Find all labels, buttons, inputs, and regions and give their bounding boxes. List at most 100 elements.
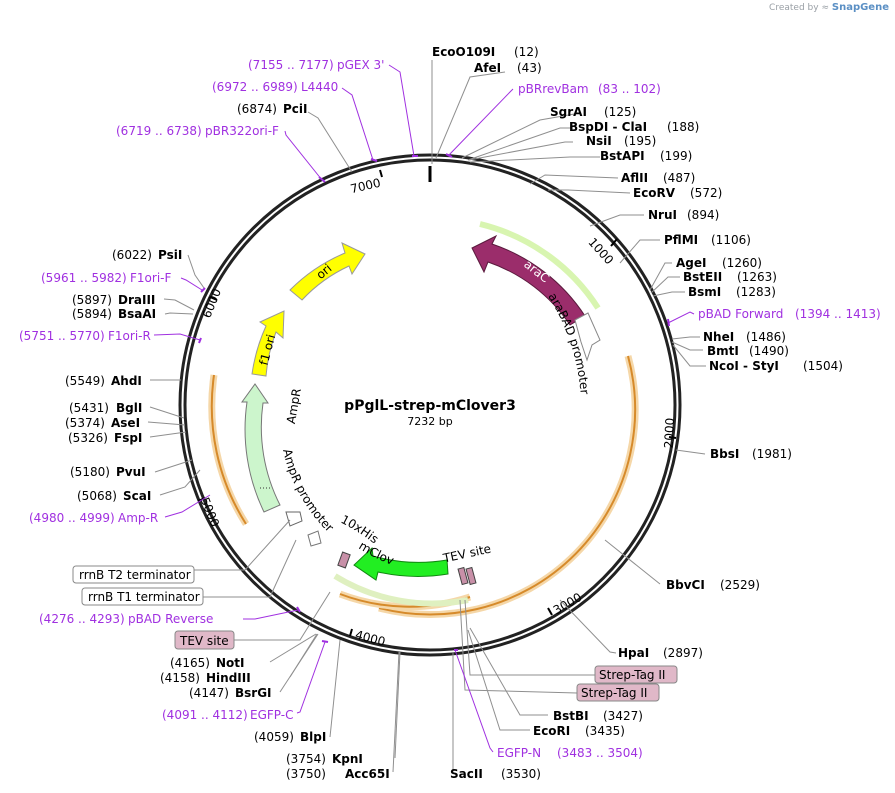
primer-EGFP-N[interactable]: EGFP-N (497, 746, 541, 760)
site-BbsI-pos: (1981) (752, 447, 792, 461)
site-AflII-pos: (487) (663, 171, 695, 185)
site-SacII[interactable]: SacII (450, 767, 483, 781)
site-KpnI-pos: (3754) (286, 752, 326, 766)
AmpR-promoter-feature[interactable] (285, 511, 303, 527)
tick-3000 (547, 607, 553, 616)
site-BsrGI[interactable]: BsrGI (235, 686, 272, 700)
site-ScaI[interactable]: ScaI (123, 489, 151, 503)
snapgene-brand: Created by ≈ SnapGene (769, 2, 889, 13)
araC-halo (479, 221, 601, 310)
strep-tag-box-2 (576, 683, 660, 702)
primer-F1ori-F[interactable]: F1ori-F (130, 271, 171, 285)
brand-created-by: Created by (769, 3, 819, 13)
primer-pGEX3[interactable]: pGEX 3' (337, 58, 384, 72)
araC-feature[interactable] (471, 234, 586, 326)
site-AgeI[interactable]: AgeI (676, 256, 706, 270)
site-AhdI-pos: (5549) (65, 374, 105, 388)
primer-pBAD-Reverse[interactable]: pBAD Reverse (128, 612, 213, 626)
site-HindIII-pos: (4158) (160, 671, 200, 685)
rrnB-T2-box (72, 565, 195, 584)
primer-pBRrevBam[interactable]: pBRrevBam (518, 82, 589, 96)
site-FspI[interactable]: FspI (114, 431, 142, 445)
plasmid-size: 7232 bp (407, 415, 452, 428)
site-BsaAI[interactable]: BsaAI (118, 307, 156, 321)
rrnB-T1-box (81, 587, 204, 606)
orf-arc-green (333, 573, 469, 607)
site-AfeI[interactable]: AfeI (474, 61, 501, 75)
site-EcoO109I-pos: (12) (514, 45, 539, 59)
strep-tag-label-2[interactable]: Strep-Tag II (581, 686, 647, 700)
site-AhdI[interactable]: AhdI (111, 374, 142, 388)
site-PflMI[interactable]: PflMI (664, 233, 698, 247)
site-AfeI-pos: (43) (517, 61, 542, 75)
TEV-site-label: TEV site (441, 542, 492, 566)
site-BstEII[interactable]: BstEII (683, 270, 722, 284)
site-DraIII-pos: (5897) (72, 293, 112, 307)
site-BbvCI[interactable]: BbvCI (666, 578, 705, 592)
site-SacII-pos: (3530) (501, 767, 541, 781)
primer-F1ori-R[interactable]: F1ori-R (108, 329, 151, 343)
site-DraIII[interactable]: DraIII (118, 293, 155, 307)
f1-ori-feature[interactable] (251, 310, 285, 377)
AmpR-feature[interactable] (241, 383, 281, 513)
site-EcoRI[interactable]: EcoRI (533, 724, 570, 738)
mClover3-feature[interactable] (353, 546, 449, 581)
primer-leaders (153, 64, 695, 753)
site-BglI[interactable]: BglI (116, 401, 142, 415)
primer-pBAD-Forward[interactable]: pBAD Forward (698, 307, 783, 321)
site-PsiI[interactable]: PsiI (158, 248, 182, 262)
site-NruI[interactable]: NruI (648, 208, 677, 222)
site-NheI[interactable]: NheI (703, 330, 734, 344)
site-HpaI[interactable]: HpaI (618, 646, 649, 660)
site-BsmI[interactable]: BsmI (688, 285, 721, 299)
site-SgrAI[interactable]: SgrAI (550, 105, 587, 119)
orf-arcs (208, 355, 639, 618)
site-PsiI-pos: (6022) (112, 248, 152, 262)
site-BbsI[interactable]: BbsI (710, 447, 739, 461)
primer-L4440-range: (6972 .. 6989) (212, 80, 298, 94)
enzyme-leaders (147, 60, 706, 773)
site-NsiI[interactable]: NsiI (586, 134, 612, 148)
site-BlpI[interactable]: BlpI (300, 730, 326, 744)
primer-pBR322ori-F[interactable]: pBR322ori-F (205, 124, 279, 138)
site-BstBI[interactable]: BstBI (553, 709, 589, 723)
site-BstAPI[interactable]: BstAPI (600, 149, 645, 163)
site-EcoRI-pos: (3435) (585, 724, 625, 738)
primer-marks (198, 153, 670, 651)
site-HindIII[interactable]: HindIII (206, 671, 251, 685)
site-KpnI[interactable]: KpnI (332, 752, 363, 766)
site-PvuI[interactable]: PvuI (116, 465, 146, 479)
primer-EGFP-C[interactable]: EGFP-C (250, 708, 293, 722)
tev-tag-glyph-1 (457, 566, 469, 586)
primer-Amp-R[interactable]: Amp-R (118, 511, 158, 525)
site-NotI[interactable]: NotI (216, 656, 245, 670)
rrnB-T2-label[interactable]: rrnB T2 terminator (79, 568, 191, 582)
site-ScaI-pos: (5068) (77, 489, 117, 503)
site-BmtI[interactable]: BmtI (707, 344, 739, 358)
site-Acc65I[interactable]: Acc65I (345, 767, 390, 781)
strep-tag-box-1 (594, 665, 678, 684)
primer-L4440[interactable]: L4440 (301, 80, 338, 94)
orf-arc-right-core (378, 355, 637, 616)
site-AflII[interactable]: AflII (621, 171, 648, 185)
primer-Amp-R-range: (4980 .. 4999) (29, 511, 115, 525)
TEV-site-box-label[interactable]: TEV site (179, 634, 229, 648)
site-NcoI-StyI[interactable]: NcoI - StyI (709, 359, 779, 373)
ori-feature[interactable] (289, 242, 366, 301)
primer-F1ori-R-range: (5751 .. 5770) (19, 329, 105, 343)
site-BsaAI-pos: (5894) (72, 307, 112, 321)
site-EcoO109I[interactable]: EcoO109I (432, 45, 495, 59)
strep-tag-label-1[interactable]: Strep-Tag II (599, 668, 665, 682)
site-NheI-pos: (1486) (746, 330, 786, 344)
araBAD-promoter-feature[interactable] (574, 312, 601, 362)
site-PciI[interactable]: PciI (283, 102, 308, 116)
TEV-site-box (174, 630, 235, 650)
primer-pBAD-Reverse-range: (4276 .. 4293) (39, 612, 125, 626)
tick-2000 (668, 436, 677, 439)
site-EcoRV[interactable]: EcoRV (633, 186, 676, 200)
primer-labels: (7155 .. 7177) pGEX 3' (6972 .. 6989) L4… (19, 58, 881, 760)
site-BsrGI-pos: (4147) (189, 686, 229, 700)
rrnB-T1-label[interactable]: rrnB T1 terminator (88, 590, 200, 604)
site-AseI[interactable]: AseI (111, 416, 140, 430)
site-BspDI-ClaI[interactable]: BspDI - ClaI (569, 120, 647, 134)
